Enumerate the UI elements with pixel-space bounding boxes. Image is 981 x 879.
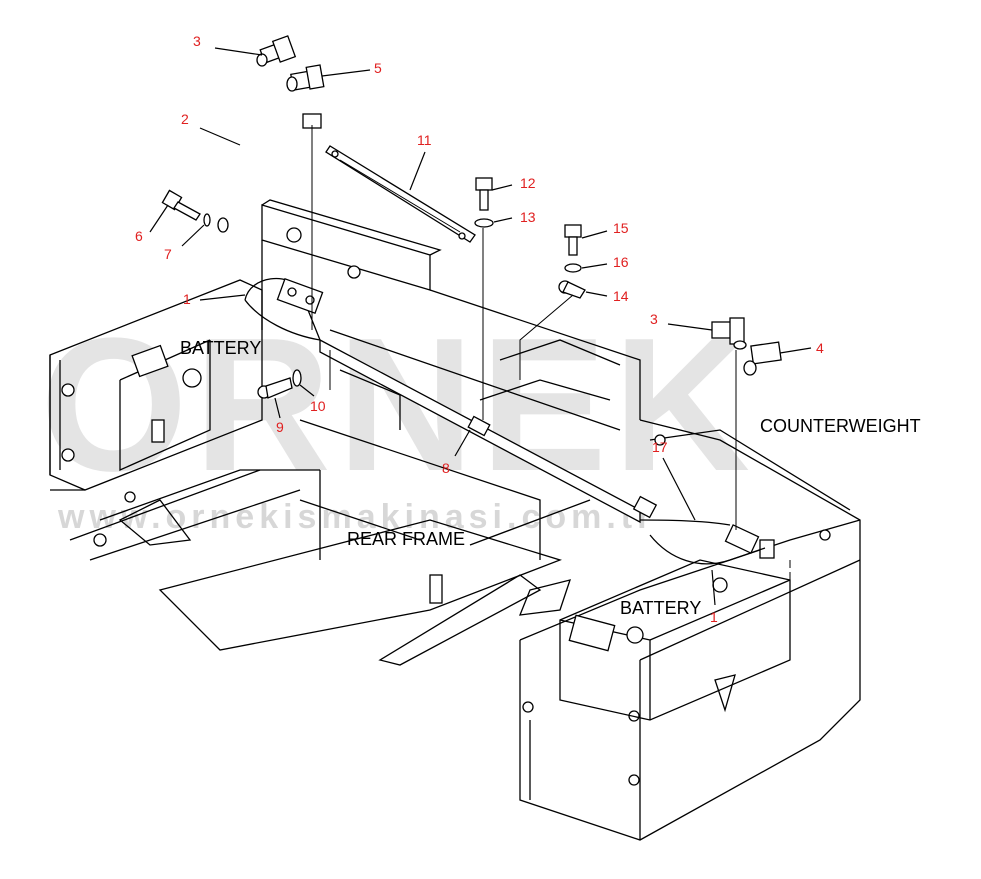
assembly-line-14 [519, 294, 574, 380]
part-7-washer [203, 213, 211, 227]
callout-15: 15 [613, 220, 629, 236]
callout-11: 11 [417, 132, 432, 148]
callout-3-top: 3 [193, 33, 201, 49]
ground-cable-assembly [244, 277, 766, 565]
callout-7: 7 [164, 246, 172, 262]
part-3-right-terminal-cover [711, 317, 747, 350]
callout-3-right: 3 [650, 311, 658, 327]
part-16-washer [564, 263, 582, 273]
battery-left-label: BATTERY [180, 338, 261, 358]
right-battery [559, 539, 791, 721]
part-6-bolt [161, 189, 201, 221]
part-11-bracket [325, 145, 476, 243]
left-battery-box [49, 279, 263, 491]
part-9-bolt [257, 377, 293, 399]
watermark-logo-text: ORNEK [40, 299, 756, 511]
callout-8: 8 [442, 460, 450, 476]
callout-9: 9 [276, 419, 284, 435]
part-2-cable [217, 113, 322, 233]
callout-1-left: 1 [183, 291, 191, 307]
callout-13: 13 [520, 209, 536, 225]
callout-17: 17 [652, 439, 668, 455]
counterweight-label: COUNTERWEIGHT [760, 416, 921, 436]
part-12-bolt [475, 177, 493, 211]
rear-frame [69, 199, 641, 666]
part-10-washer [292, 369, 302, 387]
part-15-bolt [564, 224, 582, 256]
part-13-washer [474, 218, 494, 228]
callout-12: 12 [520, 175, 536, 191]
callout-6: 6 [135, 228, 143, 244]
callout-4: 4 [816, 340, 824, 356]
battery-right-label: BATTERY [620, 598, 701, 618]
part-14-clip [558, 280, 586, 299]
leader-lines [149, 47, 812, 606]
callout-14: 14 [613, 288, 629, 304]
callout-2: 2 [181, 111, 189, 127]
watermark-url-text: www.ornekismakinasi.com.tr [57, 498, 655, 536]
part-5-terminal-cover [286, 64, 325, 92]
part-4-terminal-cover [743, 341, 782, 376]
rear-frame-label: REAR FRAME [347, 529, 465, 549]
part-3-top-terminal-cover [256, 35, 297, 67]
callout-10: 10 [310, 398, 326, 414]
counterweight [519, 419, 861, 841]
callout-5: 5 [374, 60, 382, 76]
callout-16: 16 [613, 254, 629, 270]
callout-1-right: 1 [710, 609, 718, 625]
